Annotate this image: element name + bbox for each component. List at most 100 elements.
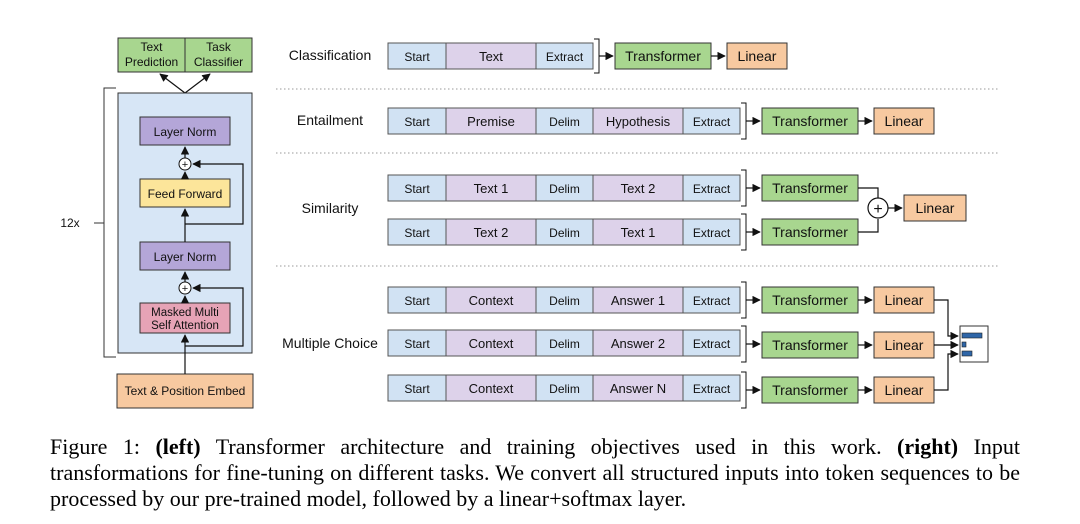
entailment-label: Entailment xyxy=(297,112,363,128)
task-classifier-box xyxy=(184,37,253,73)
softmax-bar-1 xyxy=(961,332,983,339)
linear-box xyxy=(903,194,967,222)
elementwise-add-symbol: + xyxy=(873,201,882,218)
token-text-1-label: Text 1 xyxy=(474,181,509,196)
layer-norm-top xyxy=(139,116,231,146)
token-extract xyxy=(682,218,741,246)
token-answer-n-label: Answer N xyxy=(610,381,666,396)
merge-line-bottom xyxy=(858,219,879,233)
embed-label: Text & Position Embed xyxy=(125,384,246,398)
transformer-label-1: Transformer xyxy=(772,180,848,196)
multiple-choice-task: Multiple Choice Start Context Delim Answ… xyxy=(282,281,989,409)
bracket xyxy=(741,213,747,251)
token-extract xyxy=(682,374,741,402)
arrow-to-task-classifier xyxy=(184,73,211,94)
token-start xyxy=(387,374,447,402)
classification-label: Classification xyxy=(289,47,371,63)
token-delim-label: Delim xyxy=(549,337,580,351)
layer-norm-bottom-label: Layer Norm xyxy=(154,250,217,264)
attention-label-2: Self Attention xyxy=(151,320,219,332)
gpt-figure-diagram: Text Prediction Task Classifier 12x Laye… xyxy=(60,37,998,409)
transformer-label-3: Transformer xyxy=(772,382,848,398)
right-description: Input transformations for fine-tuning on… xyxy=(50,434,1021,511)
transformer-label-2: Transformer xyxy=(772,337,848,353)
token-start-label: Start xyxy=(404,337,430,351)
token-delim-label: Delim xyxy=(549,382,580,396)
attention-label-1: Masked Multi xyxy=(151,307,219,319)
token-premise-label: Premise xyxy=(467,114,515,129)
token-start xyxy=(387,218,447,246)
token-delim xyxy=(535,218,594,246)
token-answer-2-label: Answer 2 xyxy=(611,336,665,351)
arrow-to-text-prediction xyxy=(159,73,186,94)
token-extract-label: Extract xyxy=(693,182,731,196)
bracket xyxy=(741,281,747,319)
merge-line-top xyxy=(858,187,879,198)
token-text-2 xyxy=(592,174,684,202)
softmax-bar-2 xyxy=(961,341,967,348)
multiple-choice-label: Multiple Choice xyxy=(282,335,378,351)
linear-label: Linear xyxy=(738,48,777,64)
token-delim xyxy=(535,174,594,202)
token-start-label: Start xyxy=(404,382,430,396)
layer-norm-bottom xyxy=(139,241,231,271)
transformer-label-2: Transformer xyxy=(772,224,848,240)
left-description: Transformer architecture and training ob… xyxy=(215,434,882,459)
token-extract xyxy=(682,174,741,202)
softmax-line-1 xyxy=(934,299,959,341)
transformer-label-1: Transformer xyxy=(772,292,848,308)
token-start-label: Start xyxy=(404,294,430,308)
token-text-1-label: Text 1 xyxy=(621,225,656,240)
transformer-box xyxy=(761,107,859,135)
token-extract xyxy=(535,42,594,70)
transformer-box-1 xyxy=(761,286,859,314)
token-answer-2 xyxy=(592,329,684,357)
token-extract-label: Extract xyxy=(693,226,731,240)
text-prediction-label-2: Prediction xyxy=(125,55,178,69)
token-start xyxy=(387,42,447,70)
token-delim-label: Delim xyxy=(549,182,580,196)
task-transformations: Classification Start Text Extract Transf… xyxy=(276,38,998,409)
linear-label: Linear xyxy=(885,113,924,129)
token-context xyxy=(445,329,537,357)
token-text-1 xyxy=(592,218,684,246)
token-context-label: Context xyxy=(469,381,514,396)
token-extract xyxy=(682,329,741,357)
token-extract-label: Extract xyxy=(693,294,731,308)
feed-forward-label: Feed Forward xyxy=(148,187,223,201)
token-delim-label: Delim xyxy=(549,115,580,129)
token-extract-label: Extract xyxy=(693,337,731,351)
token-text-1 xyxy=(445,174,537,202)
linear-box xyxy=(873,107,935,135)
token-answer-1-label: Answer 1 xyxy=(611,293,665,308)
repeat-label: 12x xyxy=(60,216,79,230)
token-text-label: Text xyxy=(479,49,503,64)
token-premise xyxy=(445,107,537,135)
right-tag: (right) xyxy=(897,434,959,459)
token-extract-label: Extract xyxy=(546,50,584,64)
left-tag: (left) xyxy=(155,434,201,459)
linear-box-1 xyxy=(873,286,935,314)
token-text xyxy=(445,42,537,70)
token-start-label: Start xyxy=(404,182,430,196)
token-context-label: Context xyxy=(469,336,514,351)
token-start-label: Start xyxy=(404,226,430,240)
token-delim xyxy=(535,329,594,357)
bracket xyxy=(741,102,747,140)
softmax-line-3 xyxy=(934,349,959,391)
transformer-architecture: Text Prediction Task Classifier 12x Laye… xyxy=(60,37,254,409)
transformer-box-2 xyxy=(761,218,859,246)
linear-label-2: Linear xyxy=(885,337,924,353)
transformer-label: Transformer xyxy=(625,48,701,64)
token-text-2-label: Text 2 xyxy=(621,181,656,196)
bracket xyxy=(594,38,600,74)
residual-add-bottom-symbol: + xyxy=(182,283,188,295)
bracket xyxy=(741,325,747,363)
task-classifier-label-2: Classifier xyxy=(194,55,243,69)
token-start xyxy=(387,107,447,135)
token-context xyxy=(445,374,537,402)
residual-add-top-symbol: + xyxy=(182,159,188,171)
bracket xyxy=(741,371,747,409)
text-prediction-box xyxy=(117,37,186,73)
residual-path-bottom xyxy=(185,283,244,347)
